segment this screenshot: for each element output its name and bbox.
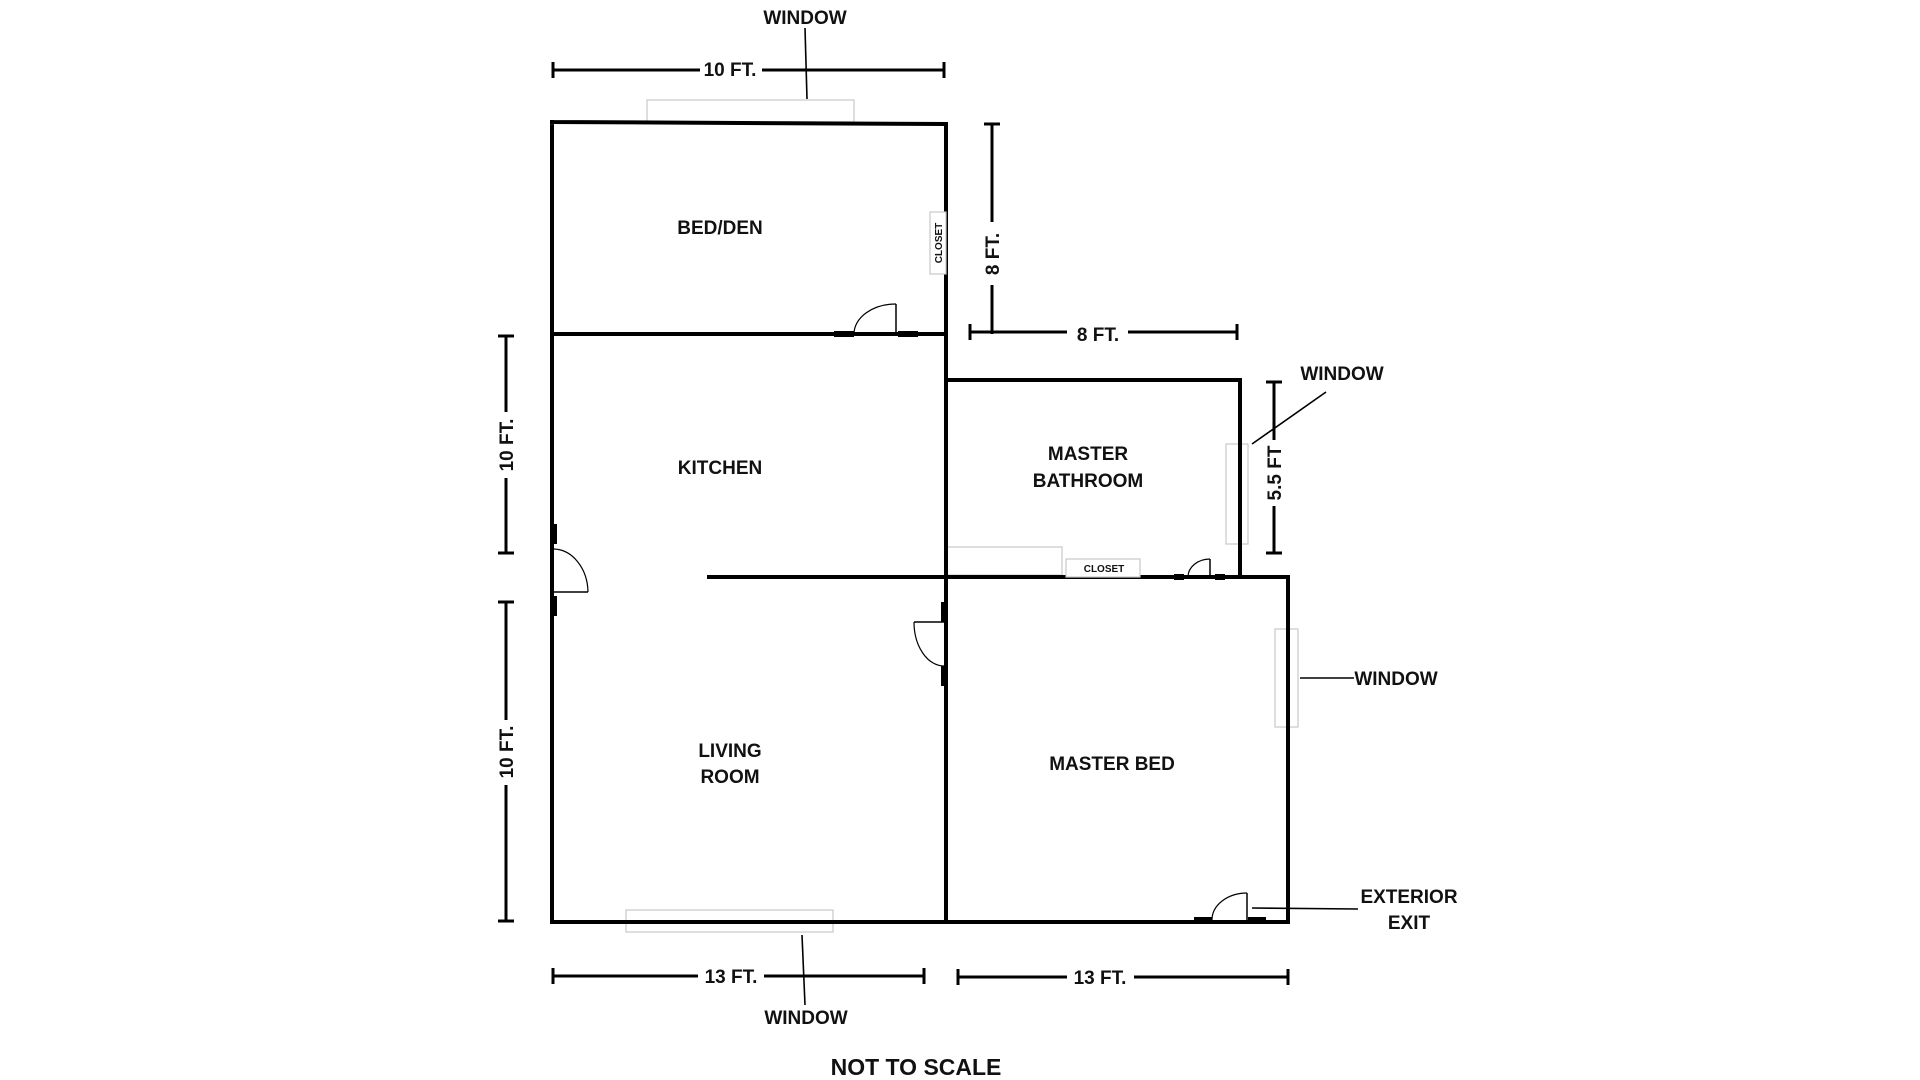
dim-top-width — [551, 62, 946, 78]
dim-label-bath-width: 8 FT. — [1077, 325, 1119, 346]
bath-closet-box — [1065, 558, 1141, 578]
closet-bedden-label: CLOSET — [934, 223, 945, 264]
dim-label-bottom-right: 13 FT. — [1074, 968, 1127, 989]
closet-bath-label: CLOSET — [1084, 564, 1125, 575]
bath-window — [1225, 443, 1249, 545]
dim-bottom-left — [551, 968, 926, 984]
wall-master-bed — [944, 575, 1290, 924]
room-bed-den: BED/DEN — [677, 218, 763, 239]
dim-label-top-width: 10 FT. — [704, 60, 757, 81]
leader-top-window — [804, 27, 808, 100]
bedden-closet-box — [929, 211, 947, 275]
dim-left-upper — [498, 334, 514, 555]
dim-label-left-lower: 10 FT. — [497, 726, 518, 779]
leader-exterior-exit — [1251, 907, 1359, 910]
wall-left-block — [549, 119, 948, 924]
label-window-bath: WINDOW — [1300, 364, 1383, 385]
label-window-bottom: WINDOW — [764, 1008, 847, 1029]
label-window-master-bed: WINDOW — [1354, 669, 1437, 690]
dim-label-bedden-height: 8 FT. — [983, 233, 1004, 275]
dim-bottom-right — [956, 969, 1290, 985]
label-exterior-exit-line1: EXTERIOR — [1360, 887, 1457, 908]
room-master-bathroom-line1: MASTER — [1048, 444, 1129, 465]
bath-counter — [945, 546, 1063, 576]
footer-not-to-scale: NOT TO SCALE — [831, 1054, 1002, 1080]
room-master-bathroom-line2: BATHROOM — [1033, 471, 1143, 492]
living-door — [913, 602, 947, 686]
bedden-door — [834, 303, 918, 337]
dim-left-lower — [498, 600, 514, 923]
dim-label-bath-height: 5.5 FT — [1265, 445, 1286, 500]
wall-master-bath — [944, 378, 1242, 579]
leader-bath-window — [1251, 391, 1327, 445]
dim-label-left-upper: 10 FT. — [497, 419, 518, 472]
room-master-bed: MASTER BED — [1049, 754, 1175, 775]
dim-bedden-height — [984, 122, 1000, 334]
entry-door — [551, 524, 589, 616]
dim-label-bottom-left: 13 FT. — [705, 967, 758, 988]
room-living-line2: ROOM — [700, 767, 759, 788]
room-kitchen: KITCHEN — [678, 458, 762, 479]
label-window-top: WINDOW — [763, 8, 846, 29]
leader-bottom-window — [801, 934, 806, 1006]
label-exterior-exit-line2: EXIT — [1388, 913, 1431, 934]
dim-bath-width — [968, 324, 1239, 340]
exterior-door — [1194, 892, 1266, 923]
dim-bath-height — [1266, 380, 1282, 555]
top-window — [646, 99, 855, 123]
bath-door — [1174, 558, 1225, 580]
room-living-line1: LIVING — [698, 741, 761, 762]
